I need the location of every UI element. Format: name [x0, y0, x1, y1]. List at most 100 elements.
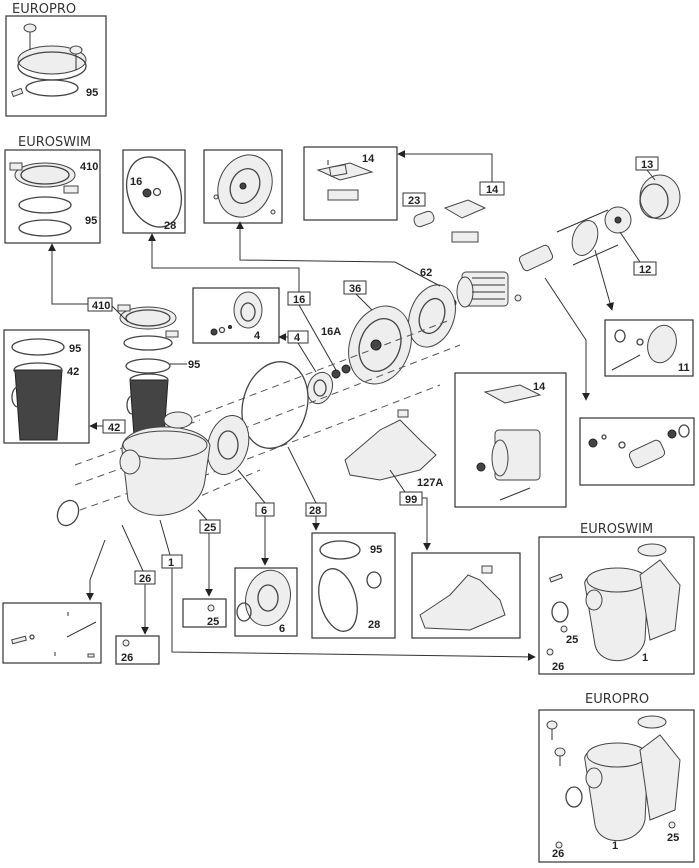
impeller-icon	[306, 371, 334, 405]
callout-42: 42	[67, 366, 79, 378]
o-ring-icon	[551, 601, 569, 623]
tie-rod-icon	[499, 487, 531, 501]
seal-kit-panel: 16 28	[122, 149, 186, 234]
volute-gasket-icon	[241, 361, 309, 449]
impeller-panel: 4	[192, 287, 280, 344]
terminal-box-panel: 14	[303, 146, 398, 221]
tie-rod-icon	[556, 209, 609, 233]
leader-line	[544, 277, 590, 401]
diffuser-icon	[245, 569, 291, 627]
bearing-icon	[588, 438, 598, 448]
mech-seal-icon	[341, 364, 351, 374]
callout-95: 95	[370, 544, 382, 556]
callout-26: 26	[552, 848, 564, 860]
washer-icon	[601, 434, 607, 440]
motor-support-panel	[411, 552, 521, 639]
seal-plate-icon	[348, 305, 412, 385]
leader-line	[297, 342, 317, 373]
europro-top-title: EUROPRO	[12, 2, 76, 17]
o-ring-icon	[236, 602, 252, 622]
gasket-icon	[125, 156, 183, 228]
rear-flange-icon	[571, 220, 599, 256]
hardware-box	[2, 602, 102, 664]
callout-25: 25	[207, 616, 219, 628]
tag-23: 23	[408, 195, 420, 207]
screw-icon	[210, 328, 218, 336]
seal-ring-icon	[152, 187, 162, 197]
leader-line	[171, 568, 536, 661]
leader-line	[148, 233, 300, 292]
callout-95: 95	[85, 215, 97, 227]
impeller-icon	[233, 291, 263, 329]
motor-face-icon	[491, 439, 509, 477]
tag-16: 16	[293, 294, 305, 306]
drain-plug-icon	[560, 625, 568, 633]
volute-gasket-icon	[318, 568, 358, 632]
tag-6: 6	[261, 505, 267, 517]
callout-16A: 16A	[321, 326, 341, 338]
callout-95: 95	[188, 359, 200, 371]
rear-flange-icon	[647, 324, 677, 364]
tag-26: 26	[139, 573, 151, 585]
leader-line	[287, 446, 317, 504]
lid-410-icon	[117, 304, 179, 374]
rear-flange-panel: 11	[604, 319, 694, 377]
gasket-kit-box	[311, 532, 396, 639]
leader-line	[237, 469, 266, 504]
leader-line	[397, 150, 493, 182]
euroswim-housing-panel: EUROSWIM 25 26 1	[538, 522, 695, 675]
tie-rod-icon	[572, 244, 619, 266]
europro-lid-panel: EUROPRO 95	[5, 2, 107, 117]
lid-410-icon	[9, 162, 79, 237]
tag-14: 14	[486, 184, 499, 196]
tag-99: 99	[405, 494, 417, 506]
callout-95: 95	[86, 87, 98, 99]
o-ring-icon	[11, 338, 65, 356]
o-ring-icon	[56, 499, 80, 527]
drain-valve-icon	[122, 639, 130, 647]
fan-cover-icon	[639, 174, 681, 220]
callout-26: 26	[121, 652, 133, 664]
tag-box	[199, 519, 221, 534]
leader-line	[389, 469, 406, 493]
basket-handle-icon	[11, 386, 25, 408]
drain-valve-panel: 26	[115, 635, 160, 665]
terminal-cover-icon	[316, 160, 374, 201]
callout-62: 62	[420, 267, 432, 279]
flange-panel	[203, 149, 283, 224]
lid-assembly-icon	[10, 23, 87, 98]
terminal-box-box	[303, 146, 398, 221]
leader-line	[619, 231, 641, 263]
nut-icon	[514, 294, 522, 302]
tag-12: 12	[639, 264, 651, 276]
tag-4: 4	[294, 332, 301, 344]
callout-28: 28	[368, 619, 380, 631]
flange-hub-icon	[418, 297, 446, 335]
drain-plug-box	[182, 598, 227, 628]
tag-13: 13	[641, 159, 653, 171]
drain-plug-icon	[668, 821, 676, 829]
leader-line	[159, 519, 171, 556]
euroswim-lid-panel: EUROSWIM 410 95	[4, 135, 101, 244]
mech-seal-icon	[331, 369, 341, 379]
leader-line	[236, 221, 441, 287]
seal-icon	[142, 188, 152, 198]
pump-housing-icon	[584, 543, 681, 661]
rotor-icon	[518, 244, 554, 272]
capacitor-icon	[413, 210, 435, 228]
drain-valve-icon	[546, 648, 554, 656]
basket-panel: 95 42	[3, 329, 90, 444]
callout-1: 1	[612, 840, 618, 852]
callout-14: 14	[533, 381, 546, 393]
tag-36: 36	[349, 283, 361, 295]
fan-icon	[604, 206, 632, 234]
o-ring-icon	[319, 540, 361, 560]
motor-body-icon	[456, 271, 509, 308]
callout-14: 14	[362, 153, 375, 165]
leader-line	[646, 169, 656, 181]
leader-line	[121, 524, 144, 572]
callout-95: 95	[69, 343, 81, 355]
leader-line	[594, 249, 614, 311]
washer-icon	[29, 634, 35, 640]
